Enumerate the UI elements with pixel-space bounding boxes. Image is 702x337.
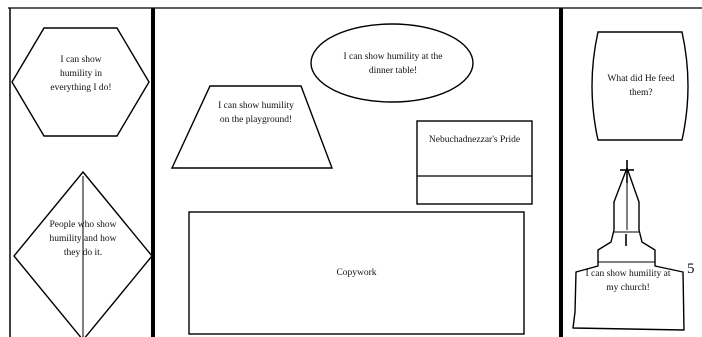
scroll-shape <box>591 31 689 141</box>
trapezoid-shape <box>170 85 334 169</box>
cross-icon <box>620 160 634 183</box>
pride-box-title: Nebuchadnezzar's Pride <box>428 135 521 145</box>
diamond-text: People who show humility and how they do… <box>49 220 117 258</box>
church-text: I can show humility at my church! <box>585 269 671 293</box>
hexagon-text: I can show humility in everything I do! <box>50 55 112 93</box>
oval-shape <box>310 23 474 103</box>
pride-box <box>416 120 533 205</box>
copywork-label: Copywork <box>336 268 377 278</box>
church-shape <box>572 167 685 331</box>
oval-text: I can show humility at the dinner table! <box>343 52 443 76</box>
trapezoid-text: I can show humility on the playground! <box>218 101 294 125</box>
copywork-box <box>188 211 525 335</box>
hexagon-shape <box>11 27 150 137</box>
scroll-text: What did He feed them? <box>607 74 675 98</box>
page-number: 5 <box>687 261 695 277</box>
